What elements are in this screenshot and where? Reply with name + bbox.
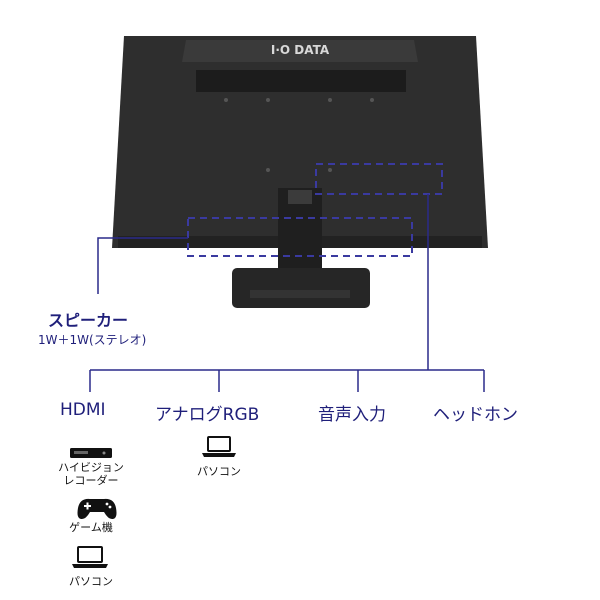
port-label-analog-rgb: アナログRGB xyxy=(155,405,260,425)
speaker-label: スピーカー xyxy=(48,311,129,330)
port-label-headphone: ヘッドホン xyxy=(433,405,518,425)
screw-hole xyxy=(370,98,374,102)
screw-hole xyxy=(328,98,332,102)
device-label-pc-rgb: パソコン xyxy=(197,465,241,478)
side-ports-highlight-box xyxy=(315,163,443,195)
screw-hole xyxy=(224,98,228,102)
blu-ray-recorder-icon xyxy=(70,448,112,458)
screw-hole xyxy=(266,168,270,172)
laptop-icon xyxy=(72,546,108,568)
stand-bracket xyxy=(288,190,312,204)
device-label-pc-hdmi: パソコン xyxy=(69,575,113,588)
brand-logo: I·O DATA xyxy=(271,43,330,57)
laptop-icon xyxy=(202,436,236,457)
monitor-top-ridge xyxy=(182,40,418,62)
bottom-ports-highlight-box xyxy=(187,217,413,257)
device-label-recorder: ハイビジョン レコーダー xyxy=(58,461,124,487)
screw-hole xyxy=(328,168,332,172)
device-label-game: ゲーム機 xyxy=(69,521,113,534)
port-label-hdmi: HDMI xyxy=(60,400,106,420)
monitor-vent-slot xyxy=(196,70,406,92)
speaker-callout-line xyxy=(97,237,188,294)
port-label-audio-in: 音声入力 xyxy=(318,405,386,425)
speaker-spec: 1W＋1W(ステレオ) xyxy=(38,333,147,347)
screw-hole xyxy=(266,98,270,102)
game-controller-icon xyxy=(77,498,117,519)
stand-base-detail xyxy=(250,290,350,298)
stand-base xyxy=(232,268,370,308)
